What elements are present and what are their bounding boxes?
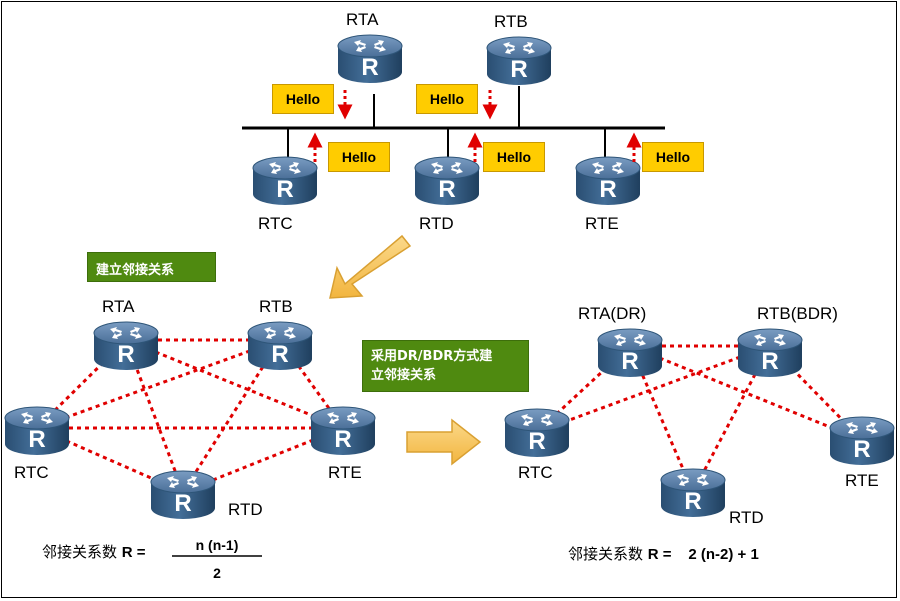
mesh-formula: 邻接关系数 R = bbox=[42, 541, 146, 562]
top-rtd-label: RTD bbox=[419, 214, 454, 233]
dr-bdr-method-box: 采用DR/BDR方式建 立邻接关系 bbox=[362, 340, 529, 392]
hello-box-rtd: Hello bbox=[483, 142, 545, 172]
router-icon-dr-rtd bbox=[660, 468, 726, 518]
arrow-right bbox=[406, 418, 482, 466]
dr-bdr-method-line-2: 立邻接关系 bbox=[371, 368, 437, 383]
drbdr-rtc-label: RTC bbox=[518, 463, 553, 482]
mesh-rtc-label: RTC bbox=[14, 463, 49, 482]
hello-box-rtb: Hello bbox=[416, 84, 478, 114]
drbdr-rta-label: RTA(DR) bbox=[578, 304, 647, 323]
top-rtb-label: RTB bbox=[494, 12, 528, 31]
drbdr-formula-value: 2 (n-2) + 1 bbox=[688, 546, 759, 563]
router-icon-top-rtb bbox=[486, 36, 552, 86]
dr-bdr-method-line-1: 采用DR/BDR方式建 bbox=[371, 349, 493, 364]
router-icon-top-rta bbox=[337, 34, 403, 84]
mesh-formula-numerator: n (n-1) bbox=[195, 537, 239, 553]
mesh-formula-denominator: 2 bbox=[213, 565, 221, 581]
hello-box-rta: Hello bbox=[272, 84, 334, 114]
router-icon-dr-rtb bbox=[737, 328, 803, 378]
drbdr-formula-label: 邻接关系数 bbox=[568, 545, 644, 563]
router-icon-top-rtc bbox=[252, 156, 318, 206]
drbdr-rte-label: RTE bbox=[845, 471, 879, 490]
mesh-formula-var: R = bbox=[121, 544, 146, 561]
router-icon-top-rtd bbox=[414, 156, 480, 206]
mesh-rta-label: RTA bbox=[102, 297, 135, 316]
mesh-formula-label: 邻接关系数 bbox=[42, 543, 118, 561]
mesh-rtd-label: RTD bbox=[228, 500, 263, 519]
hello-box-rtc: Hello bbox=[328, 142, 390, 172]
mesh-rte-label: RTE bbox=[328, 463, 362, 482]
mesh-rtb-label: RTB bbox=[259, 297, 293, 316]
establish-adjacency-box: 建立邻接关系 bbox=[87, 252, 216, 282]
router-icon-mesh-rta bbox=[93, 321, 159, 371]
establish-adjacency-text: 建立邻接关系 bbox=[96, 263, 175, 278]
drbdr-formula-var: R = bbox=[647, 546, 672, 563]
drbdr-formula: 邻接关系数 R = 2 (n-2) + 1 bbox=[568, 543, 759, 564]
arrow-down-left bbox=[329, 234, 412, 299]
hello-box-rte: Hello bbox=[642, 142, 704, 172]
router-icon-top-rte bbox=[575, 156, 641, 206]
router-icon-mesh-rtc bbox=[4, 406, 70, 456]
drbdr-rtd-label: RTD bbox=[729, 508, 764, 527]
router-icon-mesh-rtb bbox=[247, 321, 313, 371]
router-icon-dr-rte bbox=[829, 416, 895, 466]
router-icon-dr-rta bbox=[597, 328, 663, 378]
top-rte-label: RTE bbox=[585, 214, 619, 233]
router-icon-mesh-rtd bbox=[150, 470, 216, 520]
router-icon-mesh-rte bbox=[310, 406, 376, 456]
drbdr-rtb-label: RTB(BDR) bbox=[757, 304, 838, 323]
router-icon-dr-rtc bbox=[504, 408, 570, 458]
top-rta-label: RTA bbox=[346, 10, 379, 29]
top-rtc-label: RTC bbox=[258, 214, 293, 233]
